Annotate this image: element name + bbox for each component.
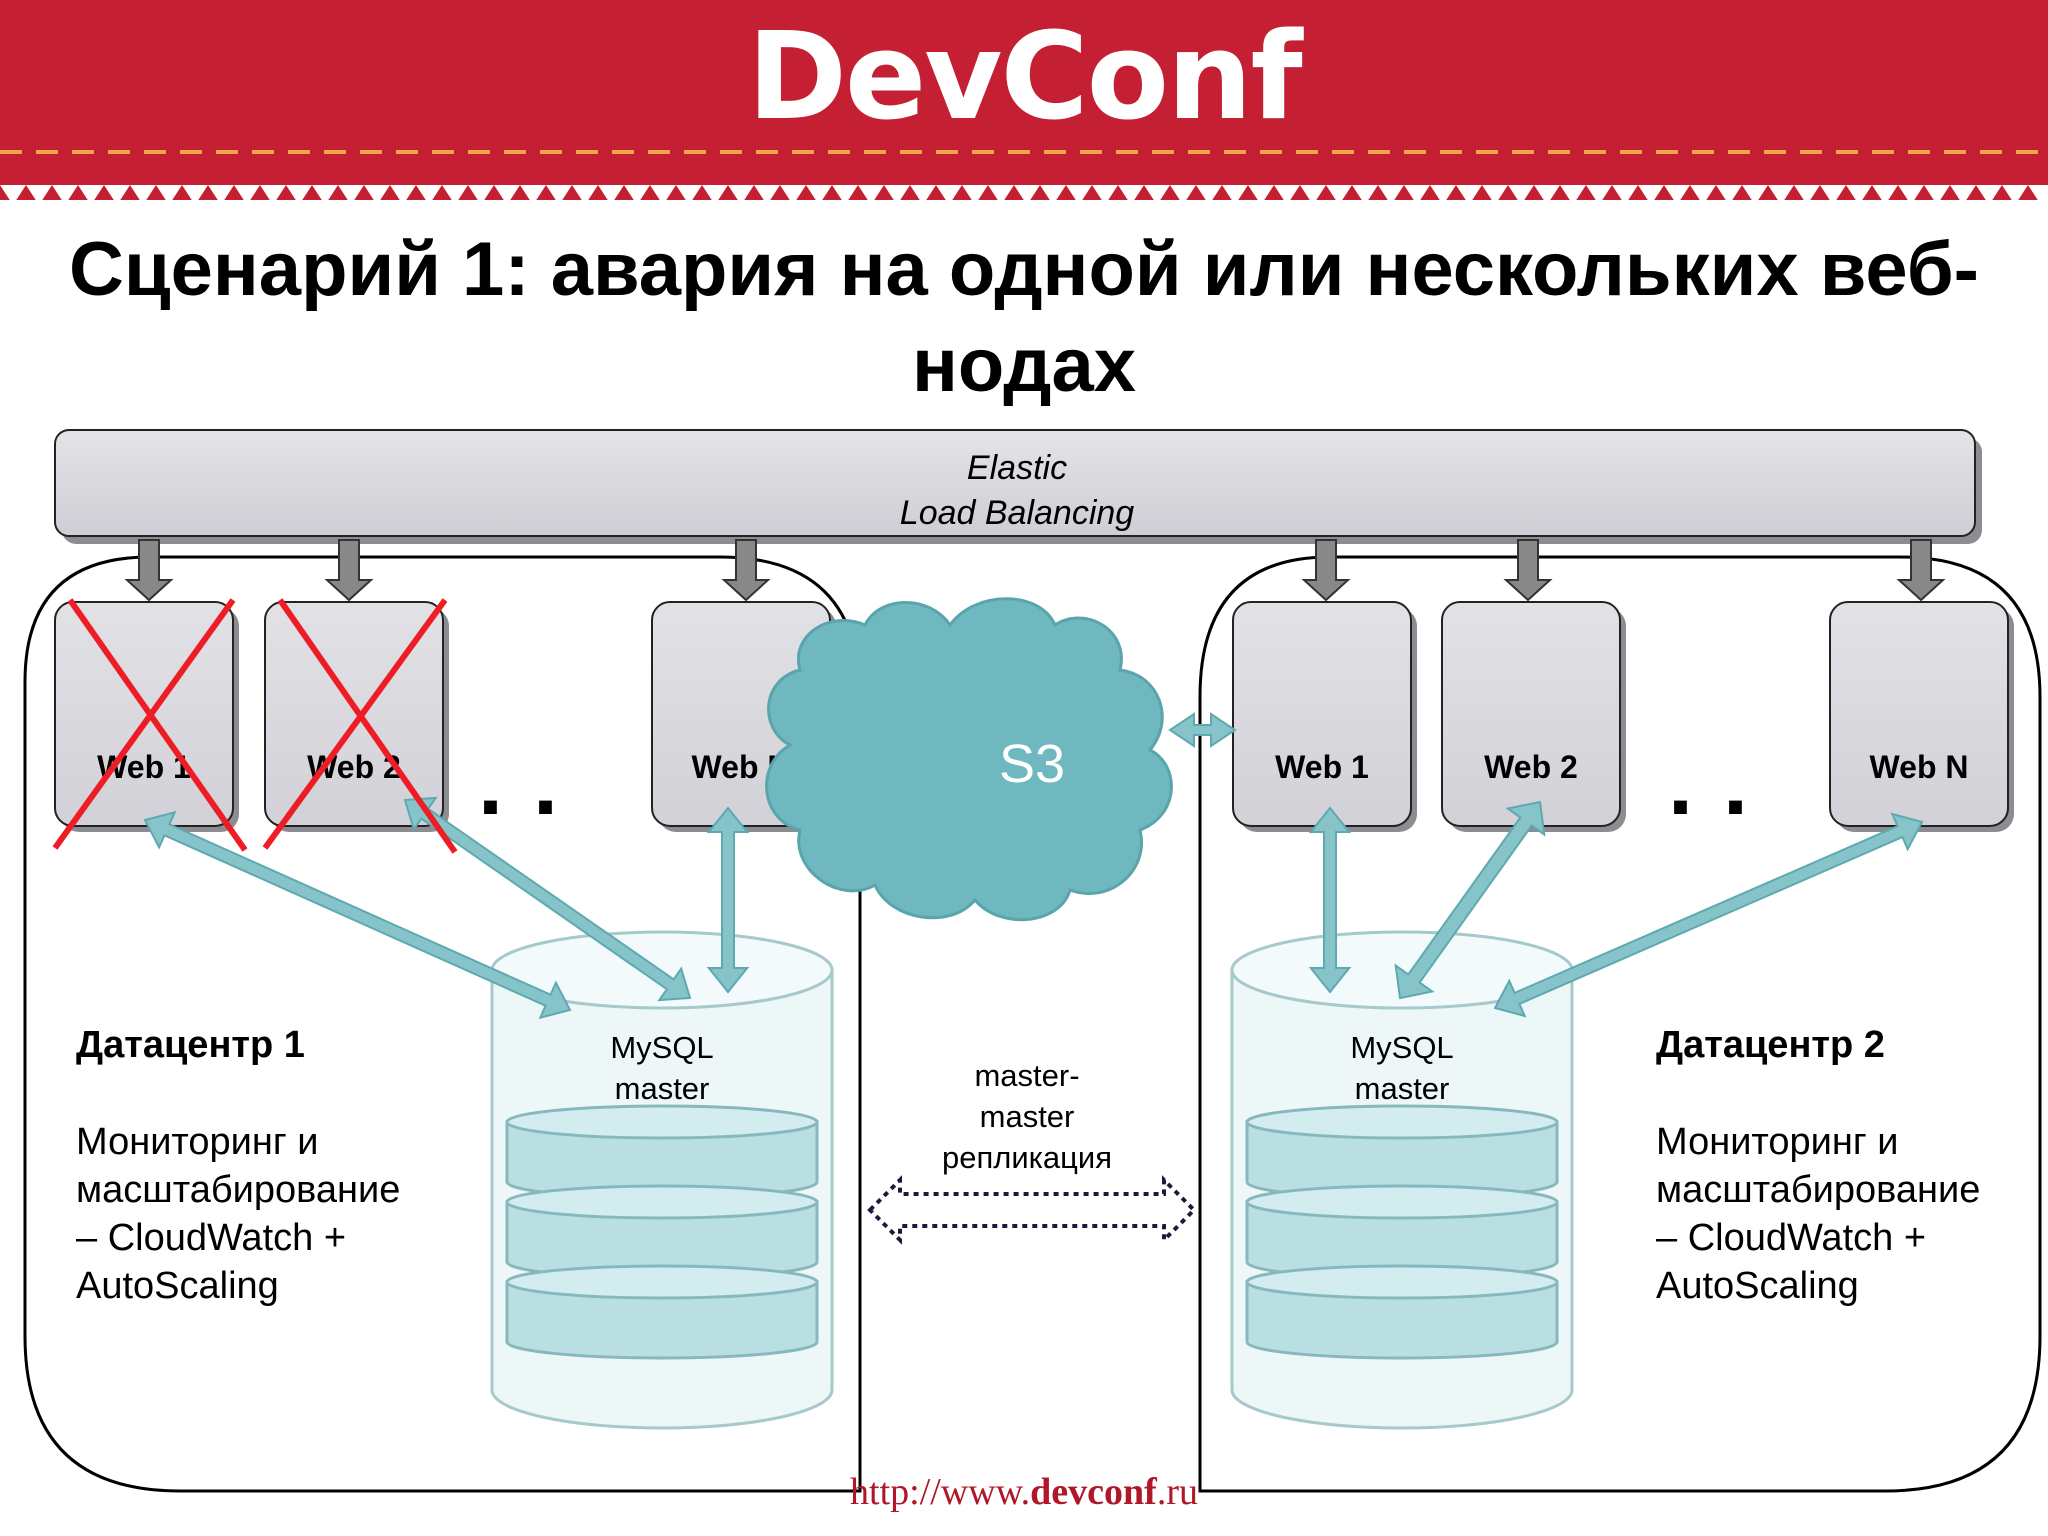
dc1-ellipsis: .. <box>478 734 588 834</box>
lb-arrow-3 <box>721 539 771 602</box>
dc1-db-label-line1: MySQL <box>610 1030 713 1065</box>
dc1-webn-db-link <box>706 806 750 994</box>
dc2-web1-db-link <box>1308 806 1352 994</box>
dc2-description: Мониторинг и масштабирование – CloudWatc… <box>1656 1118 1980 1310</box>
replication-line2: master <box>980 1099 1075 1134</box>
dc2-db-label-line2: master <box>1355 1071 1450 1106</box>
dc1-db-label-line2: master <box>615 1071 710 1106</box>
dc2-desc-line2: масштабирование <box>1656 1169 1981 1211</box>
dc2-web-node-label-2: Web 2 <box>1484 749 1578 785</box>
web2-failure-cross-a <box>277 598 458 854</box>
replication-line3: репликация <box>942 1140 1112 1175</box>
dc2-web-node-2: Web 2 <box>1441 601 1626 832</box>
dc1-web1-db-link <box>143 810 572 1020</box>
header-zigzag-edge <box>0 185 2048 205</box>
dc1-desc-line2: масштабирование <box>76 1169 401 1211</box>
slide-title: Сценарий 1: авария на одной или нескольк… <box>69 227 1979 408</box>
footer-url-prefix: http://www. <box>850 1471 1031 1513</box>
lb-arrow-5 <box>1503 539 1553 602</box>
dc1-web2-db-link <box>403 796 692 1002</box>
dc2-desc-line1: Мониторинг и <box>1656 1121 1899 1163</box>
dc2-desc-line3: – CloudWatch + <box>1656 1217 1927 1259</box>
footer-url-suffix: .ru <box>1156 1471 1198 1513</box>
footer-url-link[interactable]: http://www.devconf.ru <box>0 1470 2048 1514</box>
replication-arrow <box>867 1175 1197 1245</box>
replication-line1: master- <box>974 1058 1079 1093</box>
web2-failure-cross-b <box>262 598 448 850</box>
dc2-desc-line4: AutoScaling <box>1656 1265 1859 1307</box>
dc1-desc-line4: AutoScaling <box>76 1265 279 1307</box>
dc1-mysql-database: MySQL master <box>490 930 834 1430</box>
load-balancer-label-line1: Elastic <box>967 449 1067 487</box>
footer-url-bold: devconf <box>1030 1471 1157 1513</box>
header-banner <box>0 0 2048 205</box>
lb-arrow-2 <box>324 539 374 602</box>
dc2-web-node-3: Web N <box>1829 601 2014 832</box>
dc2-webn-db-link <box>1493 812 1924 1018</box>
dc2-web-node-1: Web 1 <box>1232 601 1417 832</box>
failure-marks <box>52 598 458 854</box>
load-balancer-box <box>54 429 1976 537</box>
s3-label: S3 <box>999 734 1065 794</box>
dc2-s3-link <box>1168 712 1237 748</box>
s3-cloud: S3 <box>765 597 1173 922</box>
devconf-logo[interactable]: DevConf <box>747 8 1302 147</box>
lb-arrow-6 <box>1896 539 1946 602</box>
dc1-desc-line3: – CloudWatch + <box>76 1217 347 1259</box>
dc2-web-node-label-3: Web N <box>1870 749 1969 785</box>
dc2-ellipsis: .. <box>1668 734 1778 834</box>
dc2-web2-db-link <box>1394 800 1546 1000</box>
dc2-mysql-database: MySQL master <box>1230 930 1574 1430</box>
dc2-web-node-label-1: Web 1 <box>1275 749 1369 785</box>
dc1-desc-line1: Мониторинг и <box>76 1121 319 1163</box>
dc1-title: Датацентр 1 <box>76 1024 305 1066</box>
dc1-description: Мониторинг и масштабирование – CloudWatc… <box>76 1118 400 1310</box>
web1-failure-cross-a <box>67 598 248 852</box>
load-balancer-label-line2: Load Balancing <box>900 494 1135 532</box>
web1-failure-cross-b <box>52 598 236 850</box>
dc2-db-label-line1: MySQL <box>1350 1030 1453 1065</box>
lb-arrow-1 <box>124 539 174 602</box>
lb-arrow-4 <box>1301 539 1351 602</box>
dc2-title: Датацентр 2 <box>1656 1024 1885 1066</box>
